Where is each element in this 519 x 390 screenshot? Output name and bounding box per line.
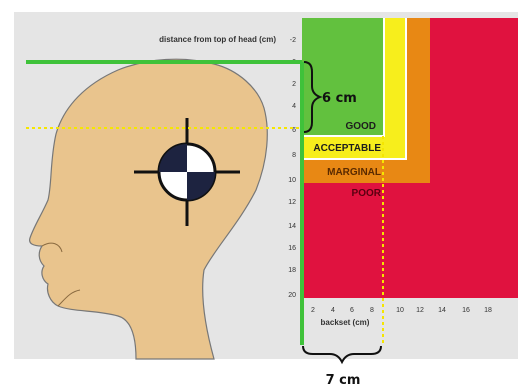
y-tick-label: 12: [288, 199, 296, 206]
y-tick-label: -2: [290, 37, 296, 44]
zone-label-acceptable: ACCEPTABLE: [313, 143, 381, 154]
x-tick-label: 6: [350, 307, 354, 314]
y-tick-label: 20: [288, 292, 296, 299]
y-tick-label: 16: [288, 245, 296, 252]
zone-good: [302, 18, 384, 136]
x-tick-label: 10: [396, 307, 404, 314]
horizontal-measurement-label: 7 cm: [326, 373, 361, 388]
zone-label-poor: POOR: [352, 188, 382, 199]
x-tick-label: 18: [484, 307, 492, 314]
y-tick-label: 14: [288, 223, 296, 230]
x-tick-label: 12: [416, 307, 424, 314]
y-tick-label: 18: [288, 267, 296, 274]
x-tick-label: 8: [370, 307, 374, 314]
y-tick-label: 8: [292, 152, 296, 159]
zone-label-marginal: MARGINAL: [327, 167, 381, 178]
zone-label-good: GOOD: [345, 121, 376, 132]
y-tick-label: 4: [292, 103, 296, 110]
x-tick-label: 16: [462, 307, 470, 314]
vertical-measurement-label: 6 cm: [322, 91, 357, 106]
x-axis-label: backset (cm): [321, 318, 370, 327]
x-tick-label: 4: [331, 307, 335, 314]
x-tick-label: 2: [311, 307, 315, 314]
y-tick-label: 2: [292, 81, 296, 88]
y-tick-label: 10: [288, 177, 296, 184]
x-tick-label: 14: [438, 307, 446, 314]
y-axis-label: distance from top of head (cm): [159, 35, 276, 44]
